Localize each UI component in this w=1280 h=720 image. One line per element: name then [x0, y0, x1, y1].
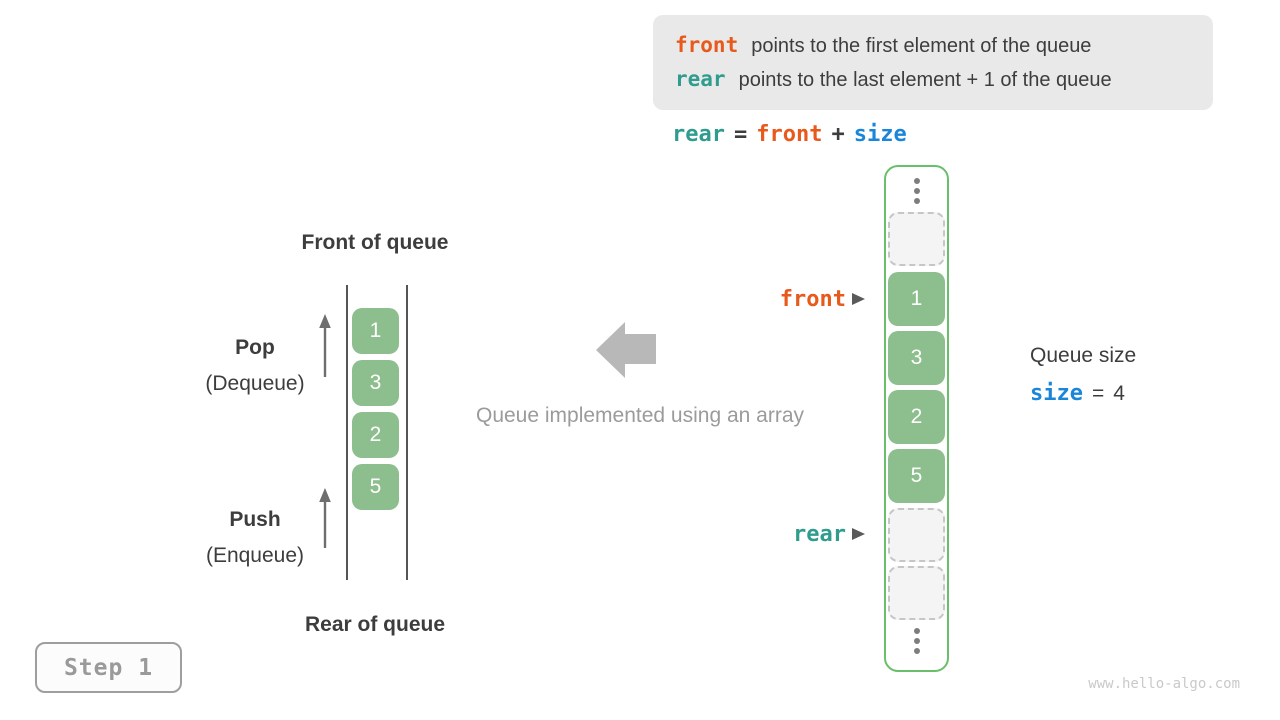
front-keyword: front: [675, 33, 739, 57]
channel-line-left: [346, 285, 348, 580]
formula-size: size: [853, 122, 907, 147]
formula-front: front: [756, 122, 823, 147]
rear-pointer-label: rear: [793, 522, 846, 547]
front-description: points to the first element of the queue: [751, 35, 1092, 57]
push-label: Push: [229, 508, 281, 531]
rear-pointer-arrow-icon: [852, 528, 865, 540]
rear-of-queue-label: Rear of queue: [304, 613, 446, 636]
ellipsis-bottom-icon: [884, 628, 949, 654]
size-equals: =: [1091, 382, 1105, 405]
pointer-legend-box: front points to the first element of the…: [653, 15, 1213, 110]
left-block-arrow-icon: [596, 322, 656, 378]
size-value: 4: [1113, 382, 1125, 405]
formula-rear: rear: [672, 122, 725, 147]
size-variable: size: [1030, 381, 1083, 406]
front-pointer-arrow-icon: [852, 293, 865, 305]
empty-array-slot: [888, 508, 945, 562]
front-of-queue-label: Front of queue: [301, 231, 449, 254]
formula-plus: +: [831, 122, 845, 147]
watermark: www.hello-algo.com: [1088, 676, 1240, 692]
dequeue-label: (Dequeue): [205, 372, 305, 395]
queue-size-value-line: size = 4: [1030, 381, 1125, 406]
array-cell: 3: [888, 331, 945, 385]
front-pointer-label: front: [779, 287, 846, 312]
rear-keyword: rear: [675, 67, 726, 91]
left-queue-cell: 2: [352, 412, 399, 458]
rear-description: points to the last element + 1 of the qu…: [738, 69, 1112, 91]
queue-size-label: Queue size: [1030, 344, 1137, 367]
formula-equals: =: [733, 122, 748, 147]
array-cell: 1: [888, 272, 945, 326]
array-cell: 5: [888, 449, 945, 503]
legend-line-front: front points to the first element of the…: [675, 33, 1213, 58]
pop-label: Pop: [235, 336, 275, 359]
center-caption: Queue implemented using an array: [475, 404, 805, 427]
push-up-arrow-icon: [319, 488, 331, 548]
channel-line-right: [406, 285, 408, 580]
pop-up-arrow-icon: [319, 314, 331, 377]
ellipsis-top-icon: [884, 178, 949, 204]
enqueue-label: (Enqueue): [205, 544, 305, 567]
left-queue-cell: 3: [352, 360, 399, 406]
empty-array-slot: [888, 212, 945, 266]
step-badge: Step 1: [35, 642, 182, 693]
left-queue-cell: 5: [352, 464, 399, 510]
pointer-formula: rear = front + size: [672, 122, 907, 147]
array-cell: 2: [888, 390, 945, 444]
empty-array-slot: [888, 566, 945, 620]
left-queue-cell: 1: [352, 308, 399, 354]
legend-line-rear: rear points to the last element + 1 of t…: [675, 67, 1213, 92]
